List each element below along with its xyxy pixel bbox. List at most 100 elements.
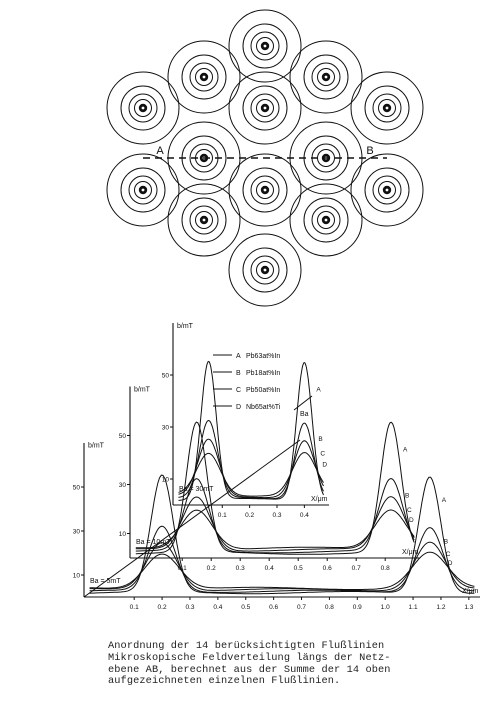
flux-ring	[311, 205, 341, 235]
x-tick-label: 0.4	[300, 512, 309, 519]
x-tick-label: 0.3	[185, 604, 194, 611]
x-tick-label: 0.2	[245, 512, 254, 519]
flux-line	[167, 183, 241, 257]
curve-letter: C	[407, 507, 412, 514]
caption-line: aufgezeichneten einzelnen Flußlinien.	[108, 675, 341, 688]
flux-ring	[242, 23, 288, 69]
x-tick-label: 0.3	[236, 565, 245, 572]
flux-line	[289, 183, 363, 257]
flux-core-center	[141, 188, 145, 192]
y-tick-label: 10	[73, 573, 81, 580]
caption-line: Anordnung der 14 berücksichtigten Flußli…	[108, 640, 385, 652]
y-tick-label: 30	[73, 529, 81, 536]
flux-ring	[250, 255, 280, 285]
flux-ring	[378, 181, 396, 199]
curve-B	[89, 525, 475, 593]
curve-letter: D	[448, 560, 453, 567]
flux-ring	[189, 205, 219, 235]
flux-core-center	[263, 268, 267, 272]
flux-ring	[128, 93, 158, 123]
flux-ring	[195, 211, 213, 229]
flux-ring	[303, 197, 349, 243]
x-tick-label: 0.2	[158, 604, 167, 611]
x-axis-unit: X/μm	[311, 496, 328, 503]
y-tick-label: 30	[162, 425, 170, 432]
ba-axis	[83, 439, 301, 598]
y-tick-label: 50	[73, 485, 81, 492]
flux-ring	[256, 99, 274, 117]
flux-core-center	[263, 106, 267, 110]
curve-A	[178, 360, 324, 501]
curve-letter: C	[446, 551, 451, 558]
x-tick-label: 0.6	[323, 565, 332, 572]
flux-line	[350, 71, 424, 145]
x-axis-unit: X/μm	[402, 549, 419, 556]
curve-letter: B	[405, 493, 409, 500]
ba-axis-label: Ba	[300, 411, 309, 418]
flux-ring	[372, 93, 402, 123]
curve-letter: A	[316, 387, 321, 394]
x-tick-label: 0.2	[207, 565, 216, 572]
y-tick-label: 30	[119, 482, 127, 489]
y-tick-label: 10	[119, 531, 127, 538]
flux-ring	[242, 85, 288, 131]
flux-core-center	[263, 188, 267, 192]
curve-letter: C	[320, 451, 325, 458]
y-axis-unit: b/mT	[88, 442, 105, 449]
field-label: Ba = 10mT	[136, 539, 171, 546]
x-tick-label: 0.1	[130, 604, 139, 611]
caption-line: Mikroskopische Feldverteilung längs der …	[108, 651, 391, 664]
flux-ring	[134, 181, 152, 199]
y-tick-label: 50	[162, 373, 170, 380]
flux-core-center	[385, 106, 389, 110]
curve-B	[135, 478, 415, 554]
curve-B	[178, 419, 324, 500]
x-tick-label: 1.3	[464, 604, 473, 611]
curve-D	[178, 452, 324, 497]
flux-line	[350, 153, 424, 227]
flux-ring	[250, 93, 280, 123]
x-axis-unit: X/μm	[462, 588, 479, 595]
flux-line	[106, 71, 180, 145]
flux-ring	[364, 167, 410, 213]
flux-line	[228, 153, 302, 227]
x-tick-label: 0.5	[294, 565, 303, 572]
flux-ring	[189, 62, 219, 92]
flux-core-center	[385, 188, 389, 192]
legend-label: Pb18at%In	[246, 370, 280, 377]
flux-ring	[372, 175, 402, 205]
ba-arrow	[293, 395, 313, 411]
x-tick-label: 1.2	[436, 604, 445, 611]
y-tick-label: 50	[119, 433, 127, 440]
figure-caption: Anordnung der 14 berücksichtigten Flußli…	[108, 640, 493, 688]
curve-A	[135, 421, 415, 555]
flux-ring	[228, 153, 302, 227]
legend-label: Pb63at%In	[246, 353, 280, 360]
flux-ring	[317, 68, 335, 86]
flux-ring	[181, 197, 227, 243]
flux-ring	[106, 71, 180, 145]
flux-core-center	[202, 218, 206, 222]
x-tick-label: 0.8	[381, 565, 390, 572]
y-axis-unit: b/mT	[134, 386, 151, 393]
flux-ring	[167, 40, 241, 114]
legend-letter: A	[236, 353, 241, 360]
caption-line: ebene AB, berechnet aus der Summe der 14…	[108, 663, 391, 676]
legend-letter: B	[236, 370, 241, 377]
x-tick-label: 0.3	[272, 512, 281, 519]
curve-letter: B	[318, 436, 322, 443]
legend-letter: D	[236, 404, 241, 411]
flux-line	[228, 9, 302, 83]
y-tick-label: 10	[162, 477, 170, 484]
label-a: A	[156, 145, 164, 157]
x-tick-label: 1.0	[381, 604, 390, 611]
flux-core-center	[324, 218, 328, 222]
flux-ring	[167, 183, 241, 257]
flux-ring	[364, 85, 410, 131]
flux-ring	[350, 71, 424, 145]
flux-core-center	[202, 75, 206, 79]
